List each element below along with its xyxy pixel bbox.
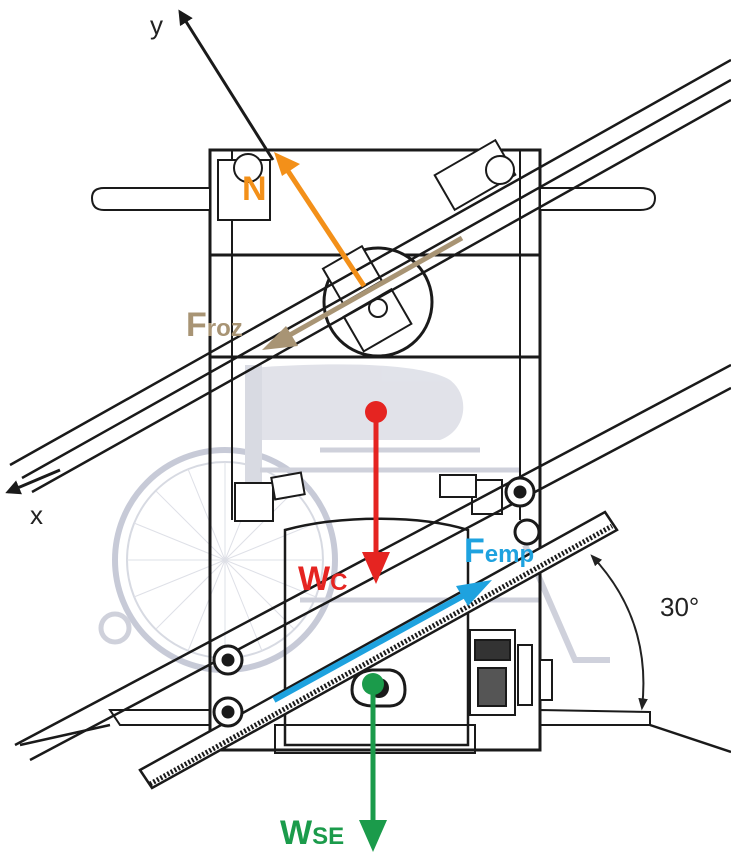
- normal-force-label: N: [242, 170, 267, 208]
- middle-mounts: [234, 471, 503, 522]
- wheelchair-frame: [260, 447, 540, 603]
- frame-arch: [283, 517, 470, 747]
- wheelchair-silhouette: [98, 364, 610, 673]
- frame-floor: [19, 723, 731, 754]
- y-axis-arrow: [178, 9, 275, 161]
- upper-mounts: [217, 138, 517, 221]
- control-box: [469, 629, 553, 716]
- coordinate-axes: y x: [5, 9, 275, 530]
- frame-base-right: [539, 708, 651, 726]
- side-handles: [90, 187, 657, 211]
- weight-system-label: WSE: [280, 814, 344, 852]
- upper-rail: [9, 58, 731, 494]
- force-push: Femp: [272, 532, 534, 703]
- angle-arc: [590, 554, 648, 711]
- right-handle: [539, 187, 657, 211]
- wheelchair-seat: [250, 364, 464, 440]
- x-axis-arrow: [5, 468, 61, 495]
- push-force-label: Femp: [464, 532, 534, 570]
- force-normal: N: [242, 152, 367, 288]
- wheelchair-backrest: [245, 365, 262, 520]
- rail-rollers: [212, 476, 541, 728]
- wheelchair-caster: [98, 611, 132, 645]
- x-axis-label: x: [30, 500, 43, 530]
- left-handle: [90, 187, 211, 211]
- incline-angle: 30°: [590, 554, 699, 711]
- y-axis-label: y: [150, 10, 163, 40]
- toothed-rack: [138, 510, 619, 790]
- weight-chair-label: WC: [298, 560, 347, 598]
- force-weight-system: WSE: [280, 673, 387, 852]
- frame-base: [108, 709, 211, 726]
- force-weight-chair: WC: [298, 401, 390, 598]
- friction-force-label: Froz: [186, 306, 243, 344]
- force-friction: Froz: [186, 235, 464, 350]
- angle-label: 30°: [660, 592, 699, 622]
